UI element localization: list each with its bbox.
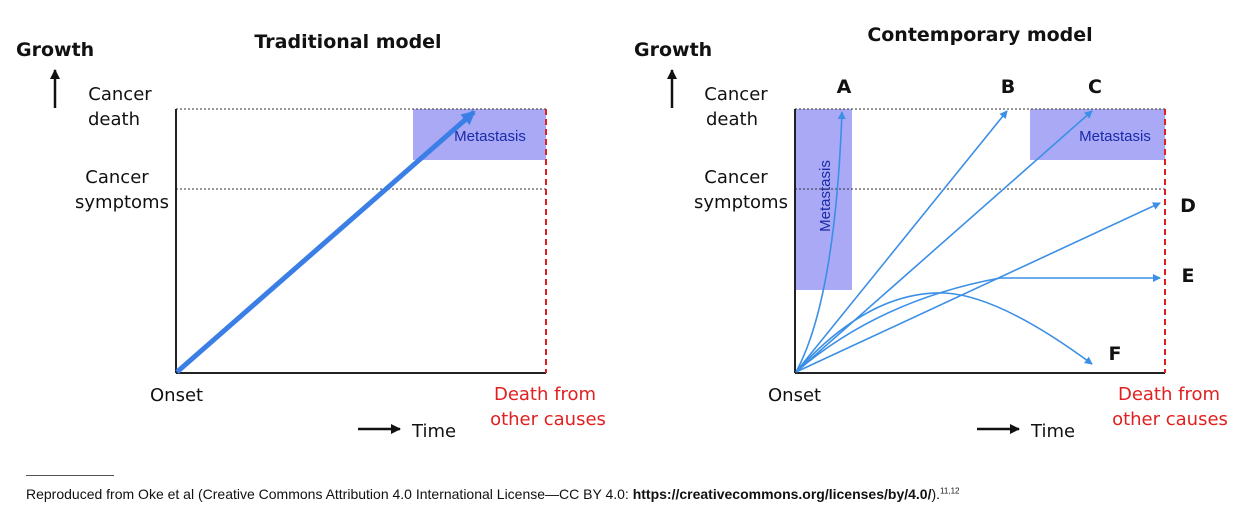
onset-label: Onset (150, 385, 203, 406)
footnote-end: ). (931, 486, 941, 502)
trajectory-d (795, 202, 1161, 373)
trajectory-label: A (837, 76, 852, 98)
trajectory-label: B (1001, 76, 1015, 98)
trajectory-label: F (1109, 343, 1122, 365)
metastasis-label: Metastasis (817, 160, 834, 232)
trajectory-b (795, 110, 1008, 373)
trajectory-label: C (1088, 76, 1102, 98)
level-death-label: death (88, 109, 140, 130)
level-death-label: Cancer (88, 84, 152, 105)
trajectory-a (795, 111, 846, 373)
trajectory-e (795, 274, 1161, 373)
trajectory-f (795, 292, 1093, 373)
level-symptoms-label: Cancer (85, 167, 149, 188)
growth-trajectory (175, 110, 476, 374)
y-axis-label: Growth (16, 39, 94, 61)
level-symptoms-label: symptoms (75, 192, 169, 213)
metastasis-label: Metastasis (454, 128, 526, 145)
metastasis-region-late (1030, 109, 1165, 160)
trajectory-c (795, 110, 1093, 373)
trajectory-label: D (1180, 195, 1196, 217)
metastasis-region-early (795, 109, 852, 290)
footnote-refs: 11,12 (940, 486, 960, 496)
footnote: Reproduced from Oke et al (Creative Comm… (26, 486, 959, 502)
death-other-label: other causes (490, 409, 606, 430)
license-link[interactable]: https://creativecommons.org/licenses/by/… (632, 486, 932, 502)
death-other-label: other causes (1112, 409, 1228, 430)
metastasis-label: Metastasis (1079, 128, 1151, 145)
level-symptoms-label: symptoms (694, 192, 788, 213)
metastasis-region (413, 109, 546, 160)
panel-title: Traditional model (254, 31, 441, 53)
trajectory-label: E (1182, 265, 1195, 287)
contemporary-model-panel: Contemporary model Growth Cancer death C… (634, 24, 1228, 442)
death-other-label: Death from (494, 384, 596, 405)
time-label: Time (1030, 421, 1075, 442)
level-death-label: Cancer (704, 84, 768, 105)
traditional-model-panel: Traditional model Growth Cancer death Ca… (16, 31, 606, 442)
onset-label: Onset (768, 385, 821, 406)
panel-title: Contemporary model (867, 24, 1092, 46)
time-label: Time (411, 421, 456, 442)
footnote-text: Reproduced from Oke et al (Creative Comm… (26, 486, 633, 502)
y-axis-label: Growth (634, 39, 712, 61)
level-death-label: death (706, 109, 758, 130)
level-symptoms-label: Cancer (704, 167, 768, 188)
footnote-rule (26, 475, 114, 476)
death-other-label: Death from (1118, 384, 1220, 405)
